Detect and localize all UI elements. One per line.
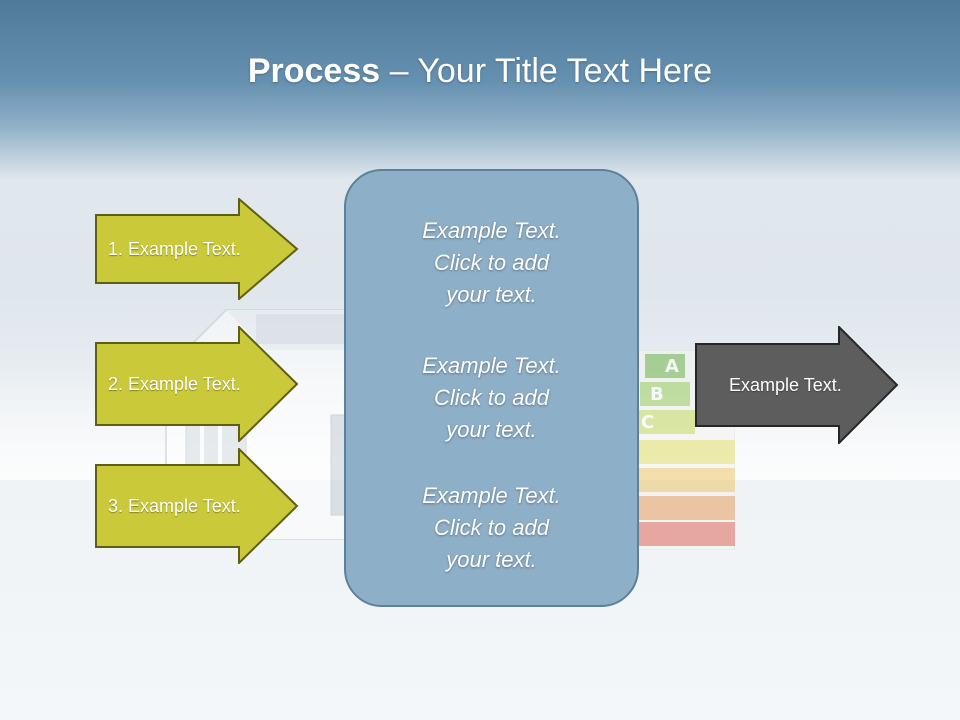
text-line: Click to add [434,250,549,275]
energy-label-letter-b: B [650,384,664,405]
step-arrow-3[interactable]: 3. Example Text. [95,448,300,564]
result-arrow-label: Example Text. [729,374,842,395]
text-line: Example Text. [422,483,561,508]
text-line: Example Text. [422,353,561,378]
arrow-right-shape [95,198,299,300]
text-line: your text. [446,417,537,442]
energy-label-letter-c: C [641,412,654,433]
step-arrow-label: 3. Example Text. [108,495,241,516]
text-line: your text. [446,282,537,307]
text-line: Click to add [434,515,549,540]
step-arrow-2[interactable]: 2. Example Text. [95,326,300,442]
center-text-block-2[interactable]: Example Text. Click to add your text. [346,350,637,446]
center-text-block-1[interactable]: Example Text. Click to add your text. [346,215,637,311]
center-text-block-3[interactable]: Example Text. Click to add your text. [346,480,637,576]
header-band [0,0,960,180]
arrow-right-shape [95,448,299,564]
center-text-box[interactable]: Example Text. Click to add your text. Ex… [344,169,639,607]
step-arrow-label: 2. Example Text. [108,373,241,394]
title-rest: – Your Title Text Here [380,52,713,90]
title-bold: Process [247,52,381,90]
text-line: Example Text. [422,218,561,243]
arrow-right-shape [695,326,899,444]
arrow-right-shape [95,326,299,442]
step-arrow-label: 1. Example Text. [108,238,241,259]
text-line: your text. [446,547,537,572]
slide-title[interactable]: Process – Your Title Text Here [0,52,960,91]
step-arrow-1[interactable]: 1. Example Text. [95,198,300,300]
result-arrow[interactable]: Example Text. [695,326,900,444]
energy-label-letter-a: A [665,356,679,377]
text-line: Click to add [434,385,549,410]
